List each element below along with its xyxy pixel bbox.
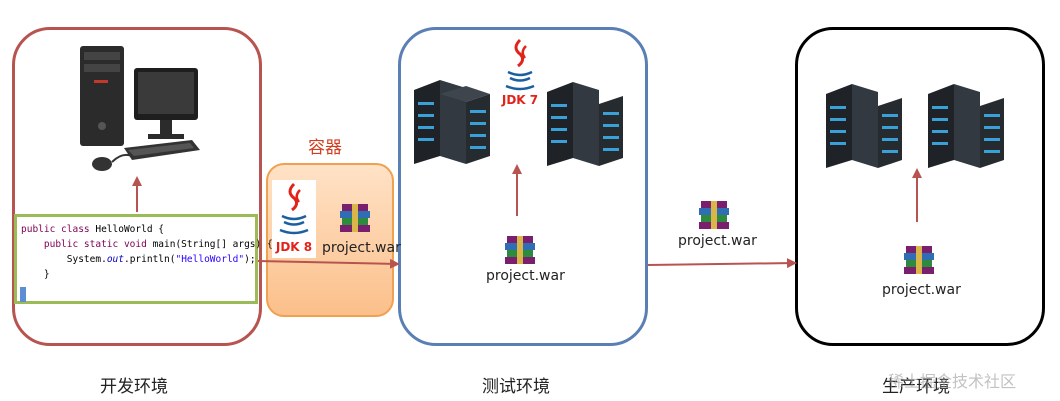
java-jdk8-logo: JDK 8 <box>272 180 316 258</box>
jdk8-label: JDK 8 <box>275 240 313 254</box>
code-line-2: public static void main(String[] args) { <box>43 239 273 250</box>
war-archive-icon <box>340 204 370 232</box>
container-war-label: project.war <box>322 240 401 256</box>
java-jdk7-logo: JDK 7 <box>498 36 542 110</box>
test-war-label: project.war <box>486 268 565 284</box>
prod-environment-box <box>795 27 1045 346</box>
code-line-4: } <box>43 269 50 280</box>
transfer-war-label: project.war <box>678 233 757 249</box>
code-line-1: public class HelloWorld { <box>21 224 164 235</box>
jdk7-label: JDK 7 <box>501 93 539 107</box>
java-cup-icon <box>279 182 309 235</box>
server-rack-icon <box>928 84 1004 168</box>
text-cursor <box>20 287 26 302</box>
code-editor: public class HelloWorld { public static … <box>14 214 273 304</box>
war-archive-icon <box>505 236 535 264</box>
server-rack-icon <box>414 80 490 164</box>
war-archive-icon <box>699 201 729 229</box>
arrow-test-to-prod <box>647 258 797 269</box>
container-title: 容器 <box>308 138 342 158</box>
prod-environment-label: 生产环境 <box>882 377 950 397</box>
war-archive-icon <box>904 246 934 274</box>
prod-war-label: project.war <box>882 282 961 298</box>
java-cup-icon <box>505 38 535 91</box>
server-rack-icon <box>547 82 623 166</box>
dev-environment-label: 开发环境 <box>100 377 168 397</box>
desktop-computer-icon <box>80 46 200 171</box>
watermark-text: 稀土掘金技术社区 <box>888 372 1017 391</box>
server-rack-icon <box>826 84 902 168</box>
arrow-dev-to-test <box>257 258 400 269</box>
test-environment-label: 测试环境 <box>482 377 550 397</box>
code-line-3: System.out.println("HelloWorld"); <box>66 254 256 265</box>
